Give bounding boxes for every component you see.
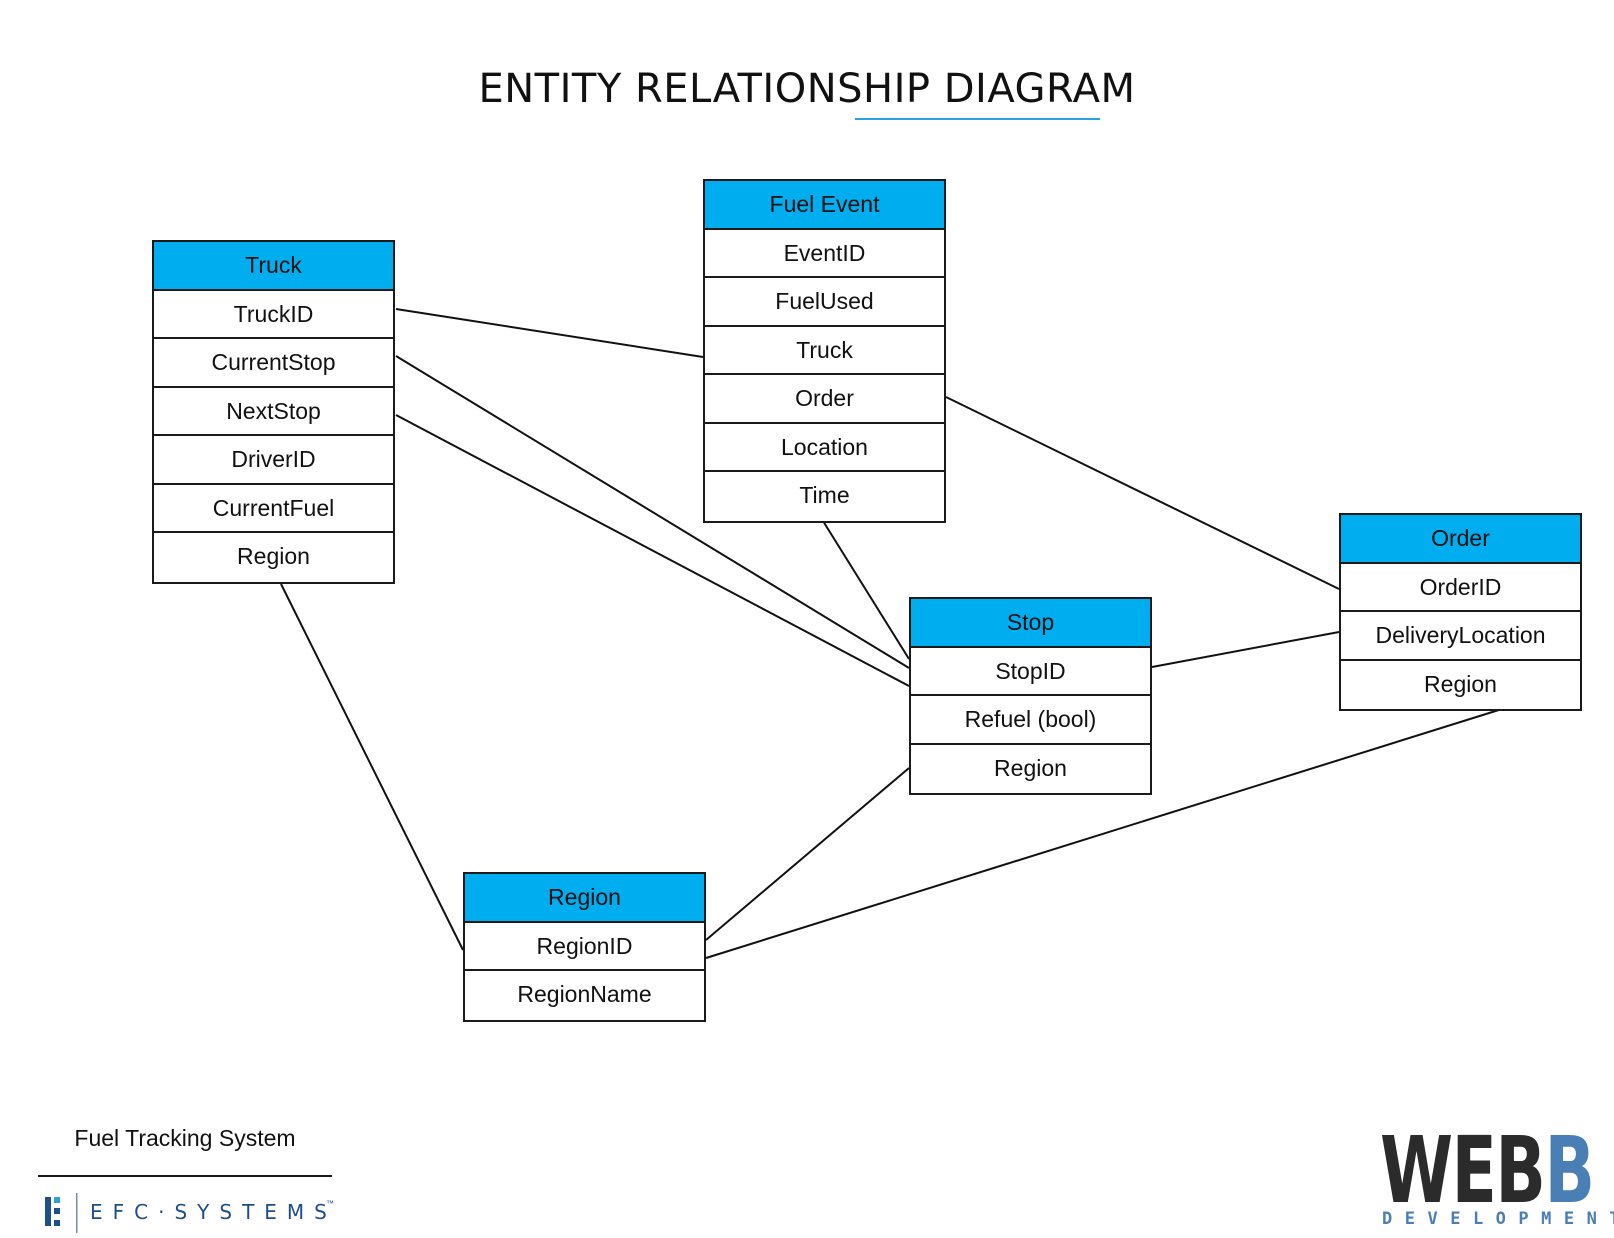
relationship-line-truck-region [280, 583, 464, 951]
entity-field: Region [237, 543, 310, 569]
entity-field: Region [994, 754, 1067, 781]
entity-header: Order [1341, 515, 1580, 564]
entity-fuel-event[interactable]: Fuel Event EventID FuelUsed Truck Order … [703, 179, 946, 523]
entity-header: Region [465, 874, 704, 923]
webb-development-logo: WEBB DEVELOPMENT [1380, 1125, 1614, 1233]
entity-field: StopID [911, 648, 1150, 696]
efc-logo-icon [45, 1193, 78, 1233]
entity-field: DriverID [154, 436, 393, 485]
entity-order[interactable]: Order OrderID DeliveryLocation Region [1339, 513, 1582, 711]
entity-field: RegionName [517, 981, 652, 1007]
entity-header: Stop [911, 599, 1150, 648]
entity-truck[interactable]: Truck TruckID CurrentStop NextStop Drive… [152, 240, 395, 584]
efc-systems-wordmark: EFC·SYSTEMS [90, 1200, 337, 1224]
entity-field: Region [1424, 670, 1497, 697]
entity-field: Truck [705, 327, 944, 375]
entity-field: EventID [705, 230, 944, 278]
entity-field: CurrentFuel [154, 485, 393, 533]
webb-wordmark: WEBB [1380, 1117, 1595, 1224]
relationship-line-currentstop-stop [395, 355, 910, 669]
relationship-line-stop-region [705, 767, 910, 941]
title-underline [855, 118, 1100, 120]
entity-field: NextStop [154, 388, 393, 436]
relationship-line-fuelevent-order [945, 396, 1340, 590]
entity-field: TruckID [154, 291, 393, 339]
entity-header: Truck [154, 242, 393, 291]
entity-field: FuelUsed [705, 278, 944, 327]
efc-trademark: ™ [326, 1199, 334, 1208]
entity-field: Time [799, 482, 850, 508]
entity-field: Order [705, 375, 944, 424]
entity-field: OrderID [1341, 564, 1580, 612]
relationship-line-stop-order [1151, 631, 1340, 668]
entity-field: Refuel (bool) [911, 696, 1150, 745]
entity-field: CurrentStop [154, 339, 393, 388]
entity-field: Location [705, 424, 944, 472]
relationship-line-fuelevent-stop [822, 520, 910, 660]
entity-field: RegionID [465, 923, 704, 971]
project-name: Fuel Tracking System [74, 1125, 296, 1151]
efc-systems-logo [42, 1193, 342, 1233]
relationship-line-truckid-fuelevent-truck [395, 308, 704, 358]
relationship-line-nextstop-stop [395, 414, 910, 687]
webb-subtext: DEVELOPMENT [1382, 1209, 1614, 1229]
entity-stop[interactable]: Stop StopID Refuel (bool) Region [909, 597, 1152, 795]
entity-header: Fuel Event [705, 181, 944, 230]
entity-field: DeliveryLocation [1341, 612, 1580, 661]
page-title: ENTITY RELATIONSHIP DIAGRAM [478, 66, 1136, 112]
relationship-line-order-region [705, 708, 1503, 959]
entity-region[interactable]: Region RegionID RegionName [463, 872, 706, 1022]
footer-divider [38, 1175, 332, 1177]
